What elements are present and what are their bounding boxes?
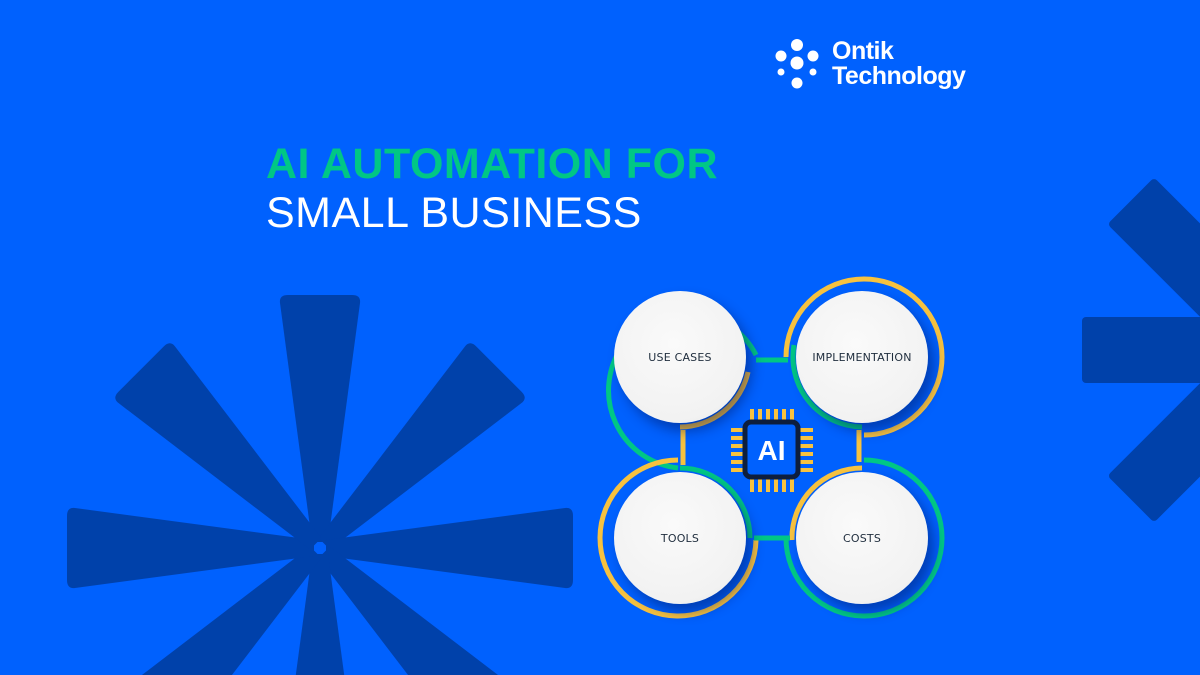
node-costs[interactable]: COSTS [796,472,928,604]
headline-line2: SMALL BUSINESS [266,189,642,237]
page-title: AI AUTOMATION FOR SMALL BUSINESS [266,140,718,238]
starburst-icon [67,295,573,675]
node-tools[interactable]: TOOLS [614,472,746,604]
node-implementation[interactable]: IMPLEMENTATION [796,291,928,423]
cpu-chip-icon [731,409,813,492]
brand-name-line1: Ontik [832,37,894,65]
node-label: COSTS [842,531,882,545]
ai-chip-label: AI [757,434,786,466]
node-label: IMPLEMENTATION [812,350,912,364]
asterisk-fragment-icon [1082,179,1200,521]
headline-line1: AI AUTOMATION FOR [266,140,719,188]
node-label: TOOLS [660,531,700,545]
node-label: USE CASES [648,350,712,364]
dot-cluster-icon [775,39,819,89]
brand-logo: Ontik Technology [774,37,966,90]
brand-name-line2: Technology [832,62,966,90]
node-use-cases[interactable]: USE CASES [614,291,746,423]
